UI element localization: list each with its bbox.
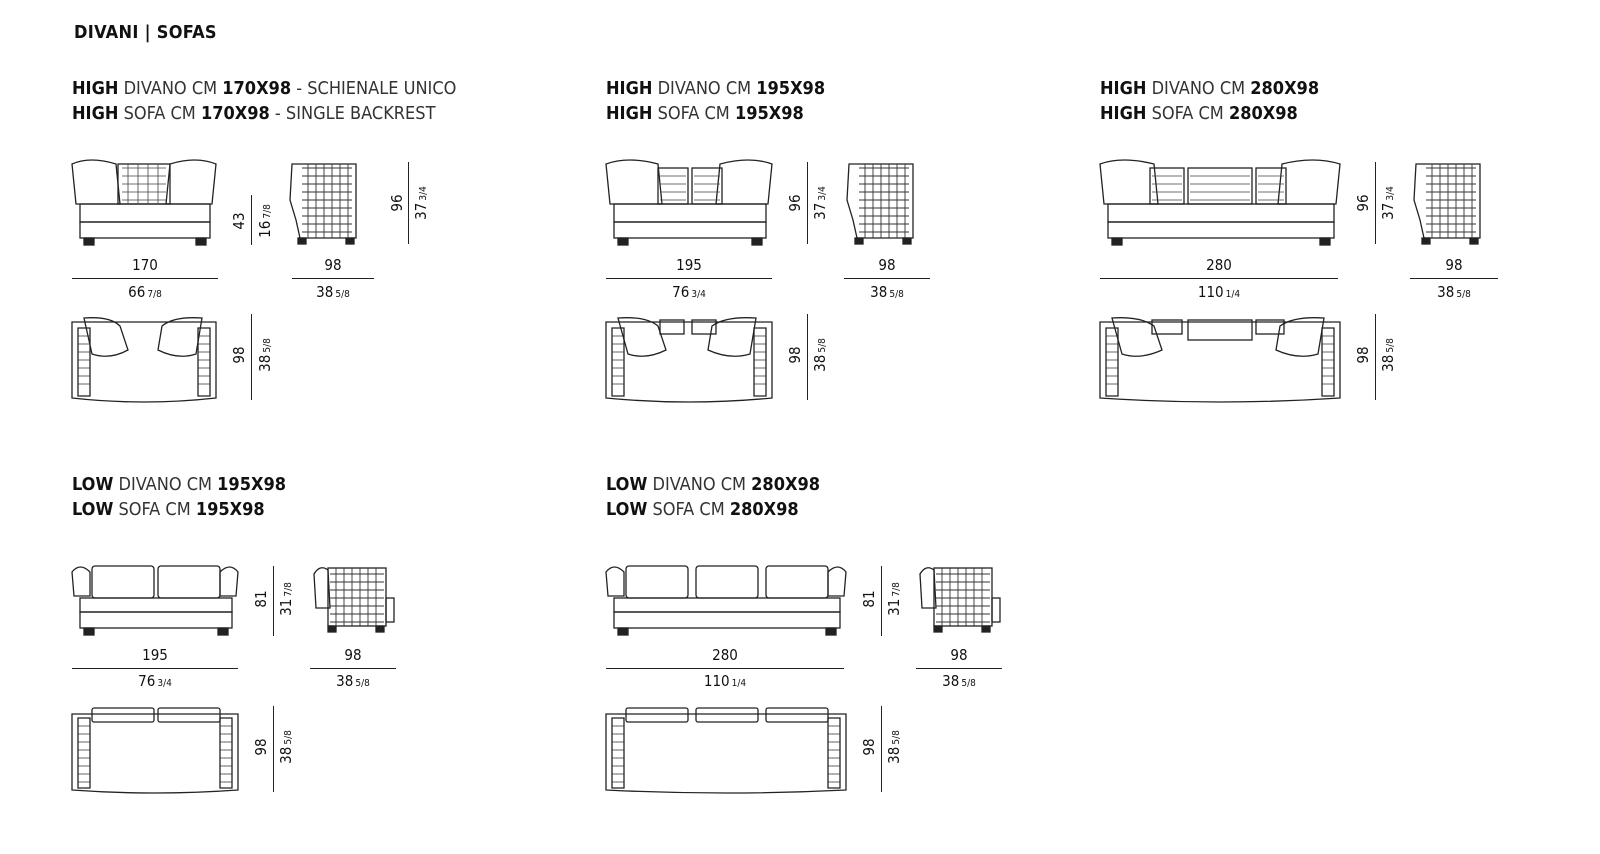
dim-line [251,314,252,400]
product-title-high-280: HIGH DIVANO CM 280X98 HIGH SOFA CM 280X9… [1100,76,1319,126]
dim-line [251,195,252,245]
top-depth-cm: 98 [252,738,270,756]
side-view-low-195 [313,567,395,633]
side-view-high-170 [289,163,357,245]
top-depth-in: 385/8 [277,730,295,764]
product-title-high-170: HIGH DIVANO CM 170X98 - SCHIENALE UNICO … [72,76,456,126]
side-height-in: 373/4 [412,186,430,220]
front-width-cm: 195 [676,256,702,274]
side-depth-cm: 98 [950,646,968,664]
dim-line [1100,278,1338,279]
front-height-cm: 96 [786,194,804,212]
title-it: LOW DIVANO CM 195X98 [72,474,286,495]
front-height-in: 373/4 [1379,186,1397,220]
dim-line [310,668,396,669]
dim-line [273,566,274,636]
front-height-cm: 96 [1354,194,1372,212]
top-view-high-195 [605,317,773,403]
page-title: DIVANI | SOFAS [74,22,217,43]
product-title-low-195: LOW DIVANO CM 195X98 LOW SOFA CM 195X98 [72,472,286,522]
dim-line [292,278,374,279]
top-view-low-280 [605,707,847,794]
title-it: LOW DIVANO CM 280X98 [606,474,820,495]
side-view-low-280 [919,567,1001,633]
top-depth-cm: 98 [786,346,804,364]
dim-line [916,668,1002,669]
title-en: HIGH SOFA CM 170X98 - SINGLE BACKREST [72,103,436,124]
front-width-cm: 280 [1206,256,1232,274]
dim-line [1410,278,1498,279]
dim-line [881,566,882,636]
front-width-cm: 195 [142,646,168,664]
dim-line [606,668,844,669]
top-depth-in: 385/8 [885,730,903,764]
top-depth-cm: 98 [860,738,878,756]
product-title-high-195: HIGH DIVANO CM 195X98 HIGH SOFA CM 195X9… [606,76,825,126]
front-width-cm: 170 [132,256,158,274]
front-height-in: 373/4 [811,186,829,220]
side-view-high-195 [846,163,914,245]
title-it: HIGH DIVANO CM 195X98 [606,78,826,99]
dim-line [273,706,274,792]
dim-line [72,668,238,669]
side-view-high-280 [1413,163,1481,245]
dim-line [844,278,930,279]
front-view-high-195 [605,159,773,246]
title-it: HIGH DIVANO CM 170X98 - SCHIENALE UNICO [72,78,457,99]
front-view-low-195 [71,565,239,636]
side-depth-cm: 98 [1445,256,1463,274]
front-view-high-280 [1099,159,1341,246]
top-depth-in: 385/8 [256,338,274,372]
title-en: HIGH SOFA CM 195X98 [606,103,804,124]
top-depth-cm: 98 [230,346,248,364]
front-width-cm: 280 [712,646,738,664]
dim-line [881,706,882,792]
title-it: HIGH DIVANO CM 280X98 [1100,78,1320,99]
dim-line [1375,162,1376,244]
dim-line [1375,314,1376,400]
side-height-cm: 96 [388,194,406,212]
seat-height-cm: 43 [230,212,248,230]
top-view-high-280 [1099,317,1341,403]
dim-line [807,314,808,400]
top-view-low-195 [71,707,239,794]
title-en: HIGH SOFA CM 280X98 [1100,103,1298,124]
front-height-in: 317/8 [885,582,903,616]
title-en: LOW SOFA CM 195X98 [72,499,265,520]
dim-line [606,278,772,279]
dim-line [408,162,409,244]
side-depth-cm: 98 [344,646,362,664]
top-depth-cm: 98 [1354,346,1372,364]
top-view-high-170 [71,317,217,403]
front-view-high-170 [71,159,217,246]
top-depth-in: 385/8 [811,338,829,372]
front-height-cm: 81 [252,590,270,608]
front-height-in: 317/8 [277,582,295,616]
seat-height-in: 167/8 [256,204,274,238]
front-height-cm: 81 [860,590,878,608]
dim-line [72,278,218,279]
side-depth-cm: 98 [878,256,896,274]
top-depth-in: 385/8 [1379,338,1397,372]
title-en: LOW SOFA CM 280X98 [606,499,799,520]
front-view-low-280 [605,565,847,636]
side-depth-cm: 98 [324,256,342,274]
dim-line [807,162,808,244]
product-title-low-280: LOW DIVANO CM 280X98 LOW SOFA CM 280X98 [606,472,820,522]
